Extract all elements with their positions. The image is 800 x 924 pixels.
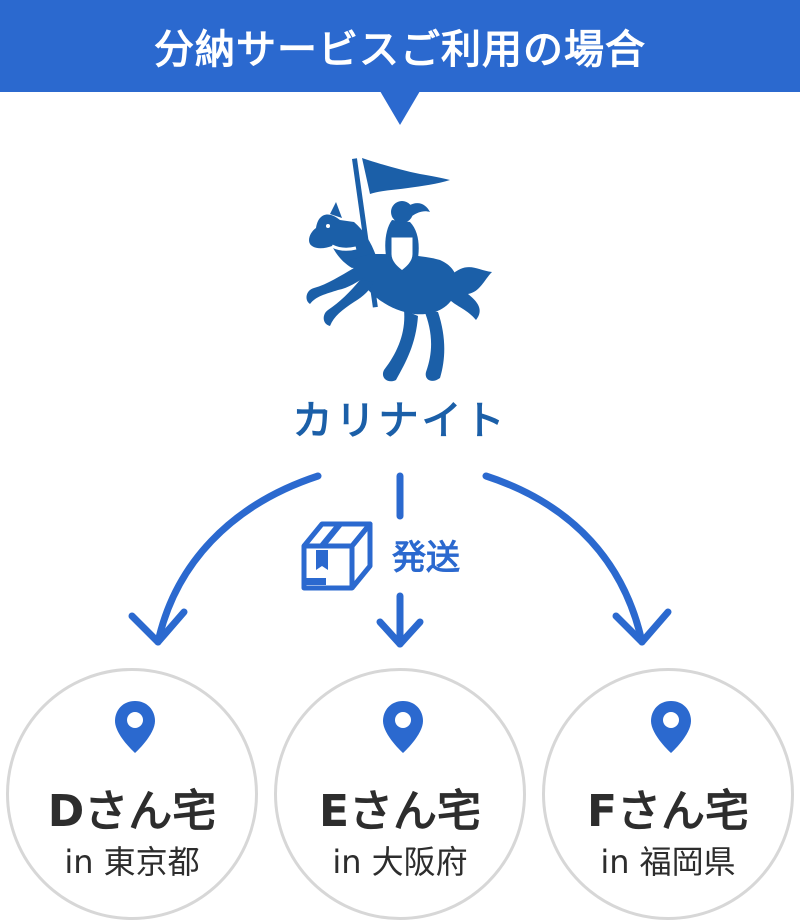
arrow-to-destination-d [154, 472, 322, 646]
header-title: 分納サービスご利用の場合 [154, 27, 646, 73]
map-pin-icon [651, 701, 691, 753]
shipping-label: 発送 [392, 538, 460, 578]
package-box-icon [301, 521, 373, 591]
destination-name: Dさん宅 [47, 786, 217, 837]
destination-f: Fさん宅 in 福岡県 [542, 668, 794, 920]
destination-location: in 大阪府 [332, 843, 468, 881]
header-banner: 分納サービスご利用の場合 [0, 0, 800, 92]
banner-pointer [380, 91, 420, 125]
destination-location: in 福岡県 [600, 843, 736, 881]
destination-d: Dさん宅 in 東京都 [6, 668, 258, 920]
destination-e: Eさん宅 in 大阪府 [274, 668, 526, 920]
map-pin-icon [115, 701, 155, 753]
destination-location: in 東京都 [64, 843, 200, 881]
arrow-to-destination-f [482, 472, 646, 646]
knight-on-horse-logo-icon [306, 158, 492, 382]
brand-name: カリナイト [292, 398, 508, 444]
map-pin-icon [383, 701, 423, 753]
destination-name: Fさん宅 [586, 786, 750, 837]
destination-name: Eさん宅 [318, 786, 482, 837]
